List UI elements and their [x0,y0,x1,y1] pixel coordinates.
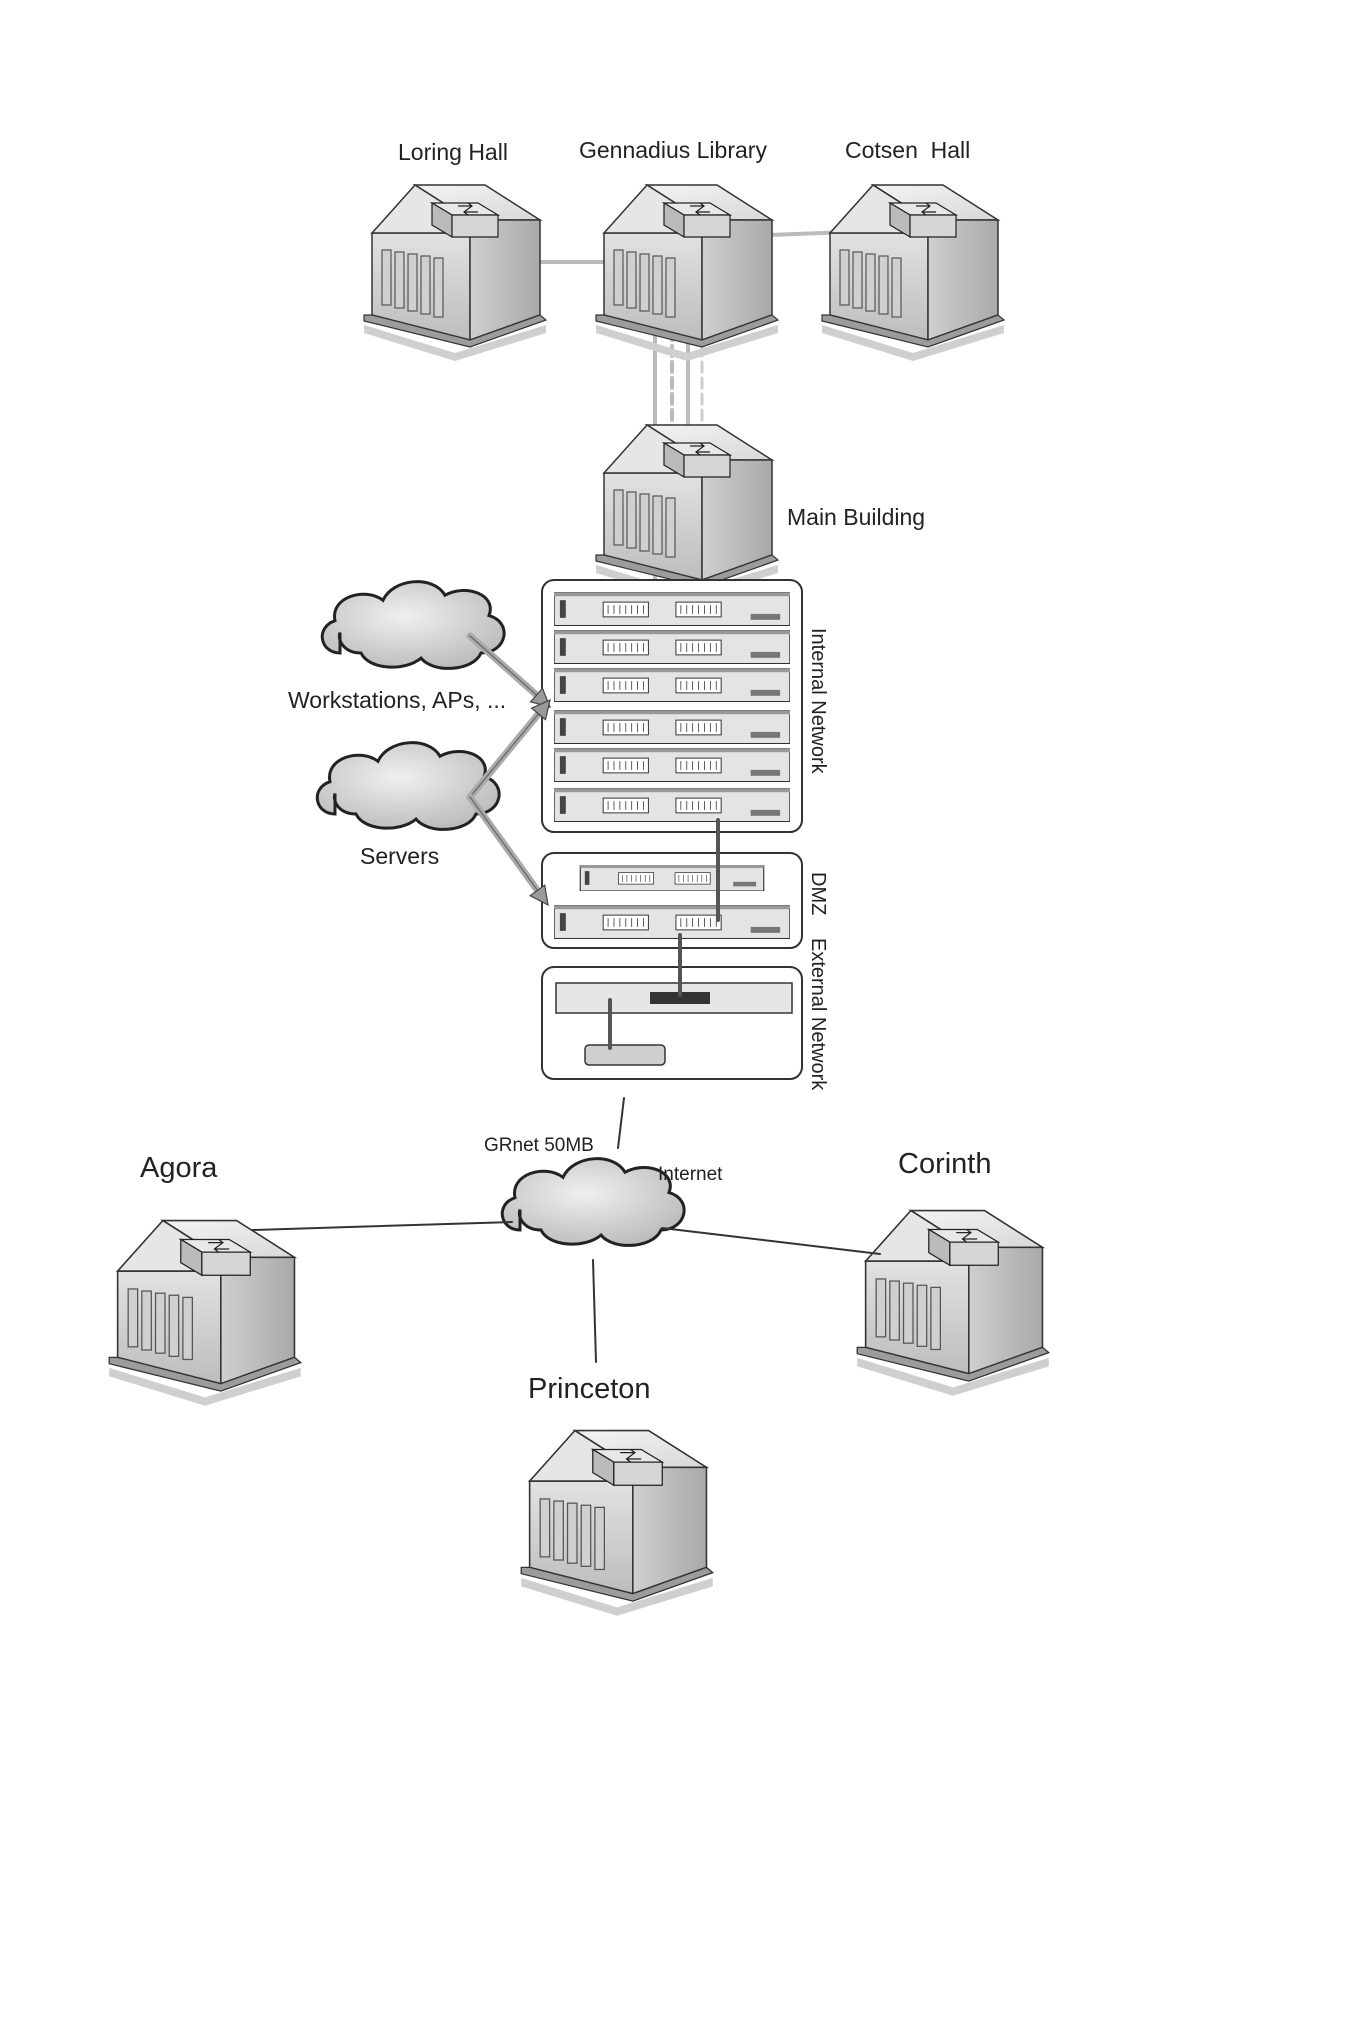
servers-to-dmz-arrow-head [529,884,549,907]
internal-switch-1 [554,592,790,626]
internet-princeton-link [592,1259,597,1363]
internet-cloud [500,1157,686,1247]
main-building-label: Main Building [787,504,926,530]
workstations-cloud-label: Workstations, APs, ... [288,687,507,713]
loring-hall-label: Loring Hall [398,139,508,165]
agora-building [108,1219,302,1407]
loring-hall-building [363,184,547,362]
servers-to-internal-arrow-shaft-edge [469,713,540,798]
internal-switch-2 [554,630,790,664]
external-modem [584,1044,666,1066]
internet-cloud-label: Internet [658,1164,723,1185]
servers-to-dmz-arrow-shaft-edge [469,796,539,892]
corinth-label: Corinth [898,1148,992,1180]
princeton-building [520,1429,714,1617]
grnet-link [617,1097,625,1149]
dmz-switch-1 [579,865,765,891]
internal-switch-6 [554,788,790,822]
internal-switch-3 [554,668,790,702]
dmz-label: DMZ [807,872,829,916]
workstations-cloud [320,580,506,670]
servers-cloud-label: Servers [360,843,440,869]
agora-label: Agora [140,1152,218,1184]
internet-corinth-link [661,1227,881,1255]
internet-agora-link [251,1221,513,1231]
servers-cloud [315,741,501,831]
gennadius-library-building [595,184,779,362]
gennadius-library-label: Gennadius Library [579,137,767,163]
workstations-arrow-shaft-edge [469,635,538,696]
corinth-building [856,1209,1050,1397]
grnet-link-label: GRnet 50MB [484,1135,594,1156]
internal-switch-4 [554,710,790,744]
cotsen-hall-label: Cotsen Hall [845,137,971,163]
external-network-label: External Network [807,938,829,1091]
internal-switch-5 [554,748,790,782]
princeton-label: Princeton [528,1373,651,1405]
main-building [595,424,779,602]
cotsen-hall-building [821,184,1005,362]
external-router-display [650,992,710,1004]
internal-network-label: Internal Network [807,628,829,774]
servers-to-internal-arrow-head [530,698,551,721]
dmz-switch-2 [554,905,790,939]
